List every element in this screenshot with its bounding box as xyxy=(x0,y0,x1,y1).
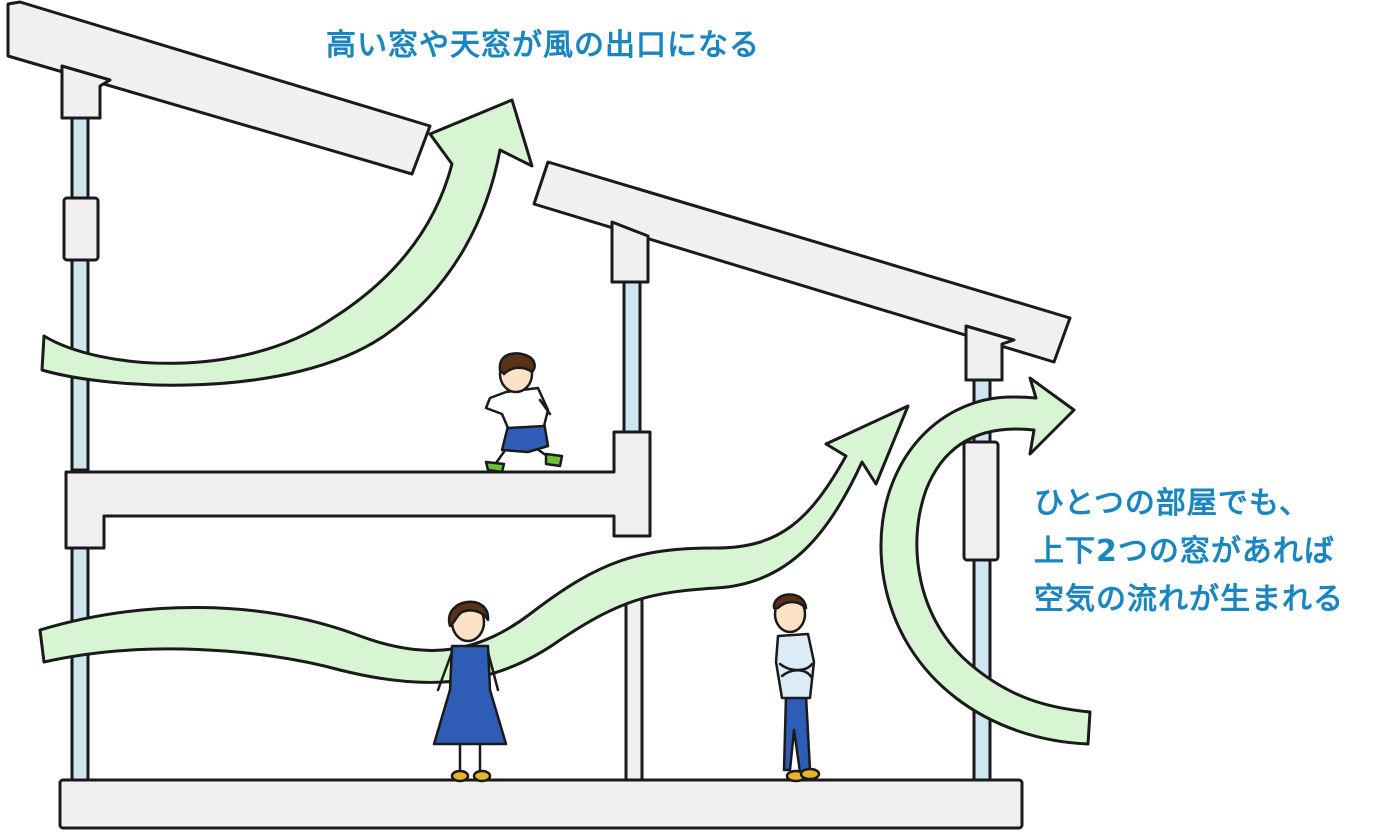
middle-lower-post xyxy=(624,596,644,784)
people xyxy=(432,352,821,783)
woman-arm-right xyxy=(486,650,500,692)
child-arm xyxy=(538,398,552,416)
window-box-left xyxy=(62,196,100,262)
window-glass-left-upper xyxy=(70,116,90,200)
woman-shoe-left xyxy=(450,769,470,783)
child-shirt xyxy=(484,386,550,430)
window-box-right xyxy=(962,440,1000,562)
window-glass-left-lower xyxy=(70,546,90,782)
man-crossed-arms xyxy=(778,662,814,680)
child-shoe-front xyxy=(544,452,564,468)
caption-high-window: 高い窓や天窓が風の出口になる xyxy=(326,28,760,63)
caption-two-windows-line-3: 空気の流れが生まれる xyxy=(1034,582,1344,617)
man-shoe-right xyxy=(799,767,821,781)
airflow-arrow-upper xyxy=(40,98,534,387)
airflow-arrow-right xyxy=(879,376,1092,746)
caption-two-windows-line-2: 上下2つの窓があれば xyxy=(1034,534,1335,569)
caption-two-windows-line-1: ひとつの部屋でも、 xyxy=(1034,486,1310,521)
middle-roof-support xyxy=(610,220,650,284)
airflow-arrows xyxy=(38,98,1092,746)
child-shoe-back xyxy=(484,460,506,474)
woman-figure xyxy=(432,600,508,783)
child-figure xyxy=(484,352,564,474)
left-roof-support xyxy=(60,64,112,120)
left-roof-beam xyxy=(6,0,432,176)
man-figure xyxy=(772,593,821,783)
right-roof-beam xyxy=(532,160,1072,364)
woman-hair xyxy=(447,600,490,628)
ground-floor-slab xyxy=(58,778,1024,830)
man-shirt xyxy=(774,632,816,700)
woman-shoe-right xyxy=(472,769,492,783)
woman-arm-left xyxy=(436,650,454,692)
woman-dress xyxy=(432,644,508,746)
airflow-arrow-middle xyxy=(38,404,910,684)
man-legs xyxy=(782,694,812,774)
man-hair xyxy=(772,593,808,610)
house-structure xyxy=(6,0,1072,830)
child-hair xyxy=(498,352,536,376)
caption-two-windows: ひとつの部屋でも、 上下2つの窓があれば 空気の流れが生まれる xyxy=(1034,480,1344,624)
upper-floor-slab xyxy=(64,430,652,550)
right-roof-support xyxy=(964,324,1016,382)
window-glass-middle xyxy=(622,280,642,436)
